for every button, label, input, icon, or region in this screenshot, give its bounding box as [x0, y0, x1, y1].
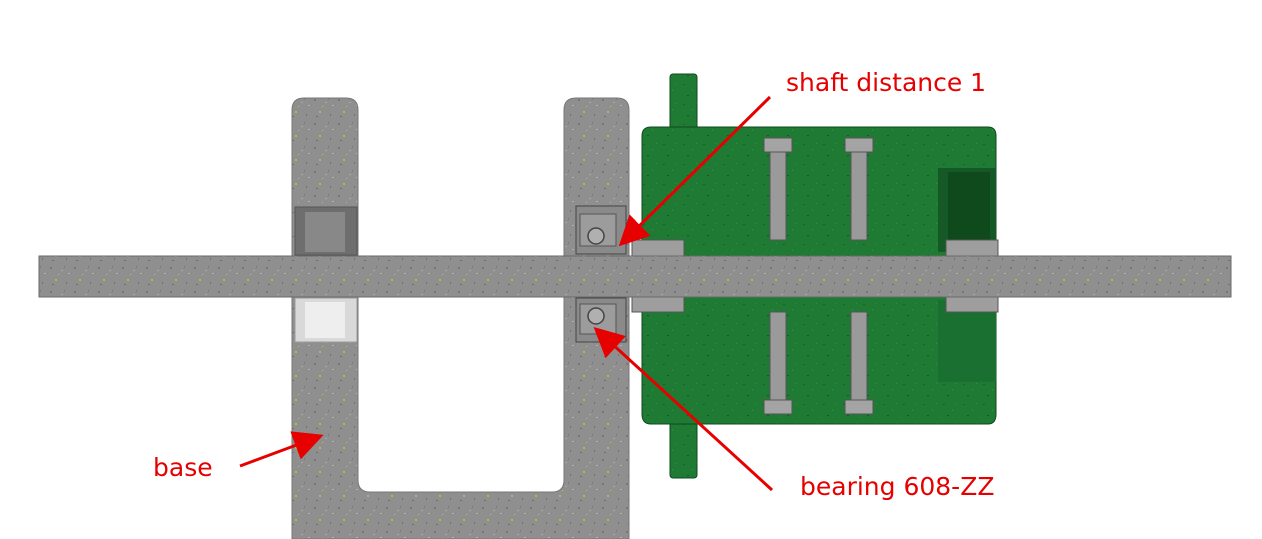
bolt-top-left — [769, 149, 787, 241]
label-shaft-distance: shaft distance 1 — [786, 68, 987, 97]
bolt-top-right — [850, 149, 868, 241]
arrow-shaft-distance — [618, 95, 772, 247]
label-base: base — [153, 453, 213, 482]
bolt-bottom-left — [769, 311, 787, 405]
bolt-bottom-right — [850, 311, 868, 405]
spacers — [631, 239, 999, 313]
left-roller — [294, 206, 358, 343]
arrow-bearing — [593, 326, 774, 492]
base-u-shape — [291, 97, 630, 539]
arrow-base — [239, 431, 324, 468]
base-frame — [291, 97, 630, 539]
main-shaft — [38, 255, 1232, 298]
label-bearing: bearing 608-ZZ — [800, 472, 995, 501]
bolts — [763, 137, 874, 415]
callout-arrows — [239, 95, 774, 492]
